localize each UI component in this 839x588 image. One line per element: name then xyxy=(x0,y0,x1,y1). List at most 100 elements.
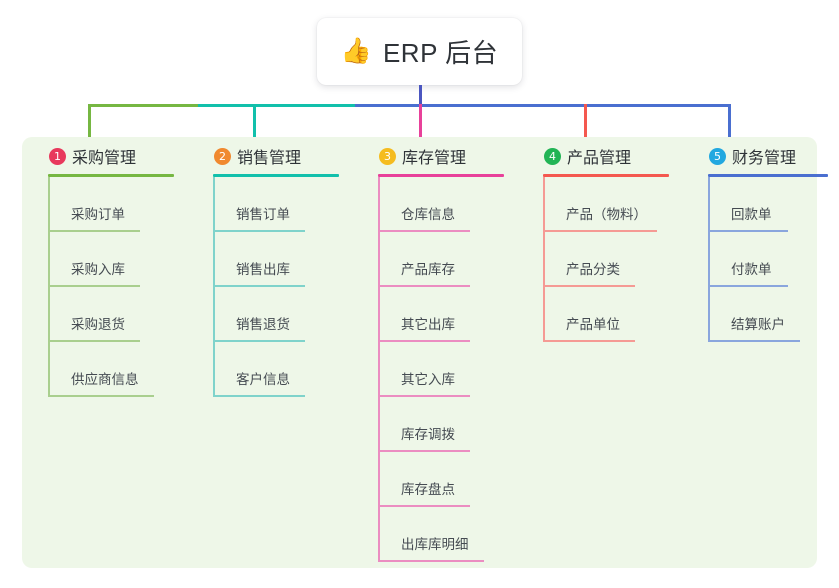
branch-badge-icon-1: 1 xyxy=(49,147,66,165)
branch-underline-3 xyxy=(378,174,504,177)
leaf-label: 出库库明细 xyxy=(401,537,469,552)
thumbs-up-icon: 👍 xyxy=(340,37,372,65)
connector-drop-4 xyxy=(584,104,587,142)
branch-underline-2 xyxy=(213,174,339,177)
leaf-underline xyxy=(48,340,140,342)
branch-badge-icon-3: 3 xyxy=(379,147,396,165)
branch-column-2[interactable]: 2 销售管理销售订单销售出库销售退货客户信息 xyxy=(200,143,339,397)
leaf-node[interactable]: 产品库存 xyxy=(378,232,504,287)
leaf-list-1: 采购订单采购入库采购退货供应商信息 xyxy=(48,177,174,397)
leaf-underline xyxy=(213,285,305,287)
leaf-list-3: 仓库信息产品库存其它出库其它入库库存调拨库存盘点出库库明细 xyxy=(378,177,504,562)
leaf-node[interactable]: 库存调拨 xyxy=(378,397,504,452)
branch-header-2[interactable]: 2 销售管理 xyxy=(200,143,339,169)
leaf-node[interactable]: 出库库明细 xyxy=(378,507,504,562)
root-node-content: 👍 ERP 后台 xyxy=(341,33,498,70)
connector-drop-1 xyxy=(88,104,91,142)
leaf-label: 销售订单 xyxy=(236,207,290,222)
leaf-label: 客户信息 xyxy=(236,372,290,387)
leaf-spine-3 xyxy=(378,177,380,562)
leaf-label: 采购订单 xyxy=(71,207,125,222)
leaf-node[interactable]: 销售订单 xyxy=(213,177,339,232)
leaf-label: 其它入库 xyxy=(401,372,455,387)
leaf-node[interactable]: 采购入库 xyxy=(48,232,174,287)
leaf-underline xyxy=(48,230,140,232)
leaf-label: 采购退货 xyxy=(71,317,125,332)
leaf-underline xyxy=(378,560,484,562)
leaf-node[interactable]: 库存盘点 xyxy=(378,452,504,507)
leaf-node[interactable]: 付款单 xyxy=(708,232,828,287)
leaf-label: 供应商信息 xyxy=(71,372,139,387)
leaf-label: 采购入库 xyxy=(71,262,125,277)
branch-badge-icon-5: 5 xyxy=(709,147,726,165)
leaf-label: 产品库存 xyxy=(401,262,455,277)
branch-badge-icon-2: 2 xyxy=(214,147,231,165)
leaf-underline xyxy=(543,340,635,342)
branch-header-3[interactable]: 3 库存管理 xyxy=(365,143,504,169)
leaf-underline xyxy=(543,230,657,232)
branch-title-2: 销售管理 xyxy=(237,150,302,167)
leaf-label: 库存盘点 xyxy=(401,482,455,497)
leaf-label: 付款单 xyxy=(731,262,772,277)
branch-header-1[interactable]: 1 采购管理 xyxy=(35,143,174,169)
branch-panel xyxy=(22,137,817,568)
branch-title-1: 采购管理 xyxy=(72,150,137,167)
leaf-underline xyxy=(378,340,470,342)
leaf-underline xyxy=(48,395,154,397)
leaf-spine-5 xyxy=(708,177,710,342)
leaf-node[interactable]: 销售退货 xyxy=(213,287,339,342)
leaf-label: 产品（物料） xyxy=(566,207,647,222)
connector-bar-segment-green xyxy=(88,104,200,107)
leaf-node[interactable]: 产品（物料） xyxy=(543,177,669,232)
leaf-node[interactable]: 结算账户 xyxy=(708,287,828,342)
branch-title-3: 库存管理 xyxy=(402,150,467,167)
leaf-node[interactable]: 销售出库 xyxy=(213,232,339,287)
leaf-node[interactable]: 产品单位 xyxy=(543,287,669,342)
branch-underline-4 xyxy=(543,174,669,177)
leaf-label: 结算账户 xyxy=(731,317,785,332)
leaf-underline xyxy=(213,230,305,232)
leaf-label: 其它出库 xyxy=(401,317,455,332)
leaf-node[interactable]: 采购订单 xyxy=(48,177,174,232)
leaf-node[interactable]: 仓库信息 xyxy=(378,177,504,232)
leaf-spine-4 xyxy=(543,177,545,342)
leaf-list-5: 回款单付款单结算账户 xyxy=(708,177,828,342)
root-node-title: ERP 后台 xyxy=(382,38,499,68)
leaf-node[interactable]: 其它入库 xyxy=(378,342,504,397)
branch-column-3[interactable]: 3 库存管理仓库信息产品库存其它出库其它入库库存调拨库存盘点出库库明细 xyxy=(365,143,504,562)
leaf-spine-2 xyxy=(213,177,215,397)
leaf-node[interactable]: 采购退货 xyxy=(48,287,174,342)
leaf-label: 产品分类 xyxy=(566,262,620,277)
leaf-underline xyxy=(543,285,635,287)
leaf-node[interactable]: 供应商信息 xyxy=(48,342,174,397)
leaf-node[interactable]: 其它出库 xyxy=(378,287,504,342)
leaf-list-4: 产品（物料） 产品分类产品单位 xyxy=(543,177,669,342)
leaf-node[interactable]: 客户信息 xyxy=(213,342,339,397)
leaf-underline xyxy=(378,285,470,287)
leaf-label: 仓库信息 xyxy=(401,207,455,222)
leaf-label: 销售退货 xyxy=(236,317,290,332)
leaf-label: 产品单位 xyxy=(566,317,620,332)
connector-bar-segment-teal xyxy=(198,104,357,107)
leaf-node[interactable]: 回款单 xyxy=(708,177,828,232)
leaf-underline xyxy=(213,340,305,342)
leaf-underline xyxy=(378,505,470,507)
leaf-underline xyxy=(708,340,800,342)
leaf-underline xyxy=(378,450,470,452)
connector-drop-3 xyxy=(419,104,422,142)
leaf-underline xyxy=(378,395,470,397)
connector-drop-2 xyxy=(253,104,256,142)
leaf-underline xyxy=(48,285,140,287)
leaf-node[interactable]: 产品分类 xyxy=(543,232,669,287)
branch-underline-5 xyxy=(708,174,828,177)
branch-column-1[interactable]: 1 采购管理采购订单采购入库采购退货供应商信息 xyxy=(35,143,174,397)
leaf-list-2: 销售订单销售出库销售退货客户信息 xyxy=(213,177,339,397)
leaf-underline xyxy=(708,285,788,287)
root-node-card[interactable]: 👍 ERP 后台 xyxy=(317,18,522,85)
branch-underline-1 xyxy=(48,174,174,177)
